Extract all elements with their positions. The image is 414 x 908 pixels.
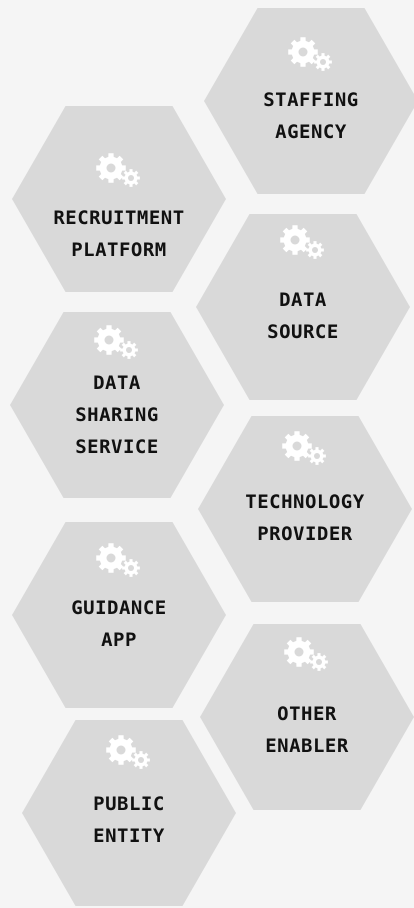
hexagon-label-line: PUBLIC: [93, 793, 165, 815]
hexagon-label-line: TECHNOLOGY: [245, 491, 365, 513]
gears-icon: [273, 222, 333, 262]
hexagon-label-line: DATA: [279, 289, 327, 311]
hexagon-label: STAFFING AGENCY: [204, 84, 414, 148]
hexagon-label-line: SOURCE: [267, 321, 339, 343]
hexagon-label-line: RECRUITMENT: [53, 207, 185, 229]
hexagon-data-source: DATA SOURCE: [196, 214, 410, 400]
gears-icon: [87, 322, 147, 362]
hexagon-label: OTHER ENABLER: [200, 698, 414, 762]
hexagon-data-sharing-service: DATA SHARING SERVICE: [10, 312, 224, 498]
hexagon-staffing-agency: STAFFING AGENCY: [204, 8, 414, 194]
hexagon-other-enabler: OTHER ENABLER: [200, 624, 414, 810]
hexagon-label: GUIDANCE APP: [12, 592, 226, 656]
gears-icon: [281, 34, 341, 74]
hexagon-label-line: GUIDANCE: [71, 597, 167, 619]
hexagon-guidance-app: GUIDANCE APP: [12, 522, 226, 708]
hexagon-label-line: ENABLER: [265, 735, 349, 757]
gears-icon: [275, 428, 335, 468]
hexagon-label-line: OTHER: [277, 703, 337, 725]
gears-icon: [89, 150, 149, 190]
hexagon-label-line: APP: [101, 629, 137, 651]
hexagon-label-line: ENTITY: [93, 825, 165, 847]
gears-icon: [89, 540, 149, 580]
hexagon-public-entity: PUBLIC ENTITY: [22, 720, 236, 906]
hexagon-label: TECHNOLOGY PROVIDER: [198, 486, 412, 550]
gears-icon: [277, 634, 337, 674]
hexagon-label-line: STAFFING: [263, 89, 359, 111]
hexagon-label-line: PLATFORM: [71, 239, 167, 261]
hexagon-label: PUBLIC ENTITY: [22, 788, 236, 852]
hexagon-label: DATA SOURCE: [196, 284, 410, 348]
hexagon-label: DATA SHARING SERVICE: [10, 367, 224, 463]
hexagon-label-line: PROVIDER: [257, 523, 353, 545]
hexagon-recruitment-platform: RECRUITMENT PLATFORM: [12, 106, 226, 292]
hexagon-technology-provider: TECHNOLOGY PROVIDER: [198, 416, 412, 602]
hexagon-label-line: SHARING: [75, 404, 159, 426]
hexagon-label-line: SERVICE: [75, 436, 159, 458]
gears-icon: [99, 732, 159, 772]
hexagon-label-line: AGENCY: [275, 121, 347, 143]
hexagon-label-line: DATA: [93, 372, 141, 394]
hexagon-label: RECRUITMENT PLATFORM: [12, 202, 226, 266]
